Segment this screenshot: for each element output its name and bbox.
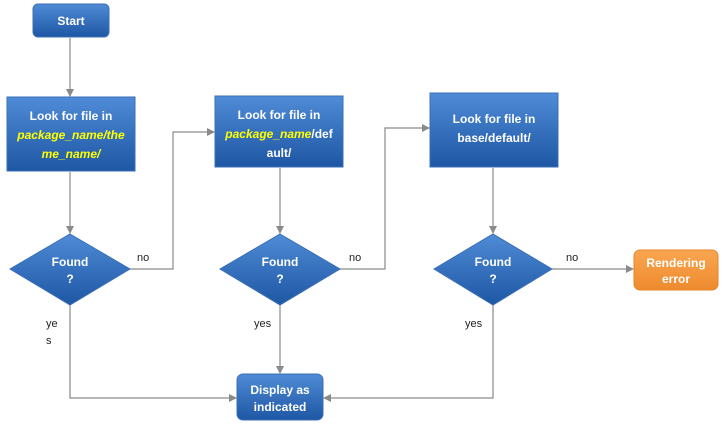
node-look2-line2b: /def	[311, 127, 333, 141]
node-found2-line1: Found	[262, 255, 299, 269]
edge-label-no-3: no	[566, 252, 578, 264]
edge-found3-to-display	[323, 305, 494, 402]
node-look3: Look for file in base/default/	[429, 92, 559, 168]
node-found2-line2: ?	[276, 272, 283, 286]
node-look2: Look for file in package_name/def ault/	[214, 95, 344, 168]
node-look1-line1: Look for file in	[30, 109, 113, 123]
edges	[66, 38, 634, 402]
node-found3: Found ?	[433, 233, 553, 306]
edge-found1-to-display	[69, 305, 237, 402]
node-look3-line1: Look for file in	[453, 112, 536, 126]
node-found1: Found ?	[9, 233, 131, 306]
node-look1-line2: package_name/the	[16, 128, 125, 142]
node-look2-line1: Look for file in	[238, 108, 321, 122]
node-found1-line2: ?	[66, 272, 73, 286]
node-look1: Look for file in package_name/the me_nam…	[6, 96, 136, 172]
node-display: Display as indicated	[236, 373, 324, 421]
node-found2: Found ?	[219, 233, 341, 306]
node-display-line2: indicated	[254, 400, 307, 414]
node-found1-line1: Found	[52, 255, 89, 269]
node-look1-line3: me_name/	[42, 147, 102, 161]
node-display-line1: Display as	[250, 383, 310, 397]
edge-label-yes-3: yes	[465, 318, 483, 330]
edge-label-no-1: no	[137, 252, 149, 264]
edge-found2-to-look3	[340, 124, 430, 270]
edge-found1-to-look2	[130, 128, 215, 270]
node-look2-line2a: package_name	[224, 127, 311, 141]
node-error-line1: Rendering	[646, 256, 705, 270]
edge-label-yes-1a: ye	[46, 318, 58, 330]
node-look2-line2: package_name/def	[224, 127, 333, 141]
edge-label-yes-1b: s	[46, 335, 52, 347]
node-error: Rendering error	[633, 249, 719, 291]
node-look2-line3: ault/	[267, 146, 292, 160]
node-start: Start	[32, 3, 110, 38]
edge-label-yes-2: yes	[254, 318, 272, 330]
node-start-label: Start	[57, 14, 84, 28]
node-look3-line2: base/default/	[457, 131, 531, 145]
edge-label-no-2: no	[349, 252, 361, 264]
node-found3-line2: ?	[489, 272, 496, 286]
node-found3-line1: Found	[475, 255, 512, 269]
node-error-line2: error	[662, 272, 690, 286]
